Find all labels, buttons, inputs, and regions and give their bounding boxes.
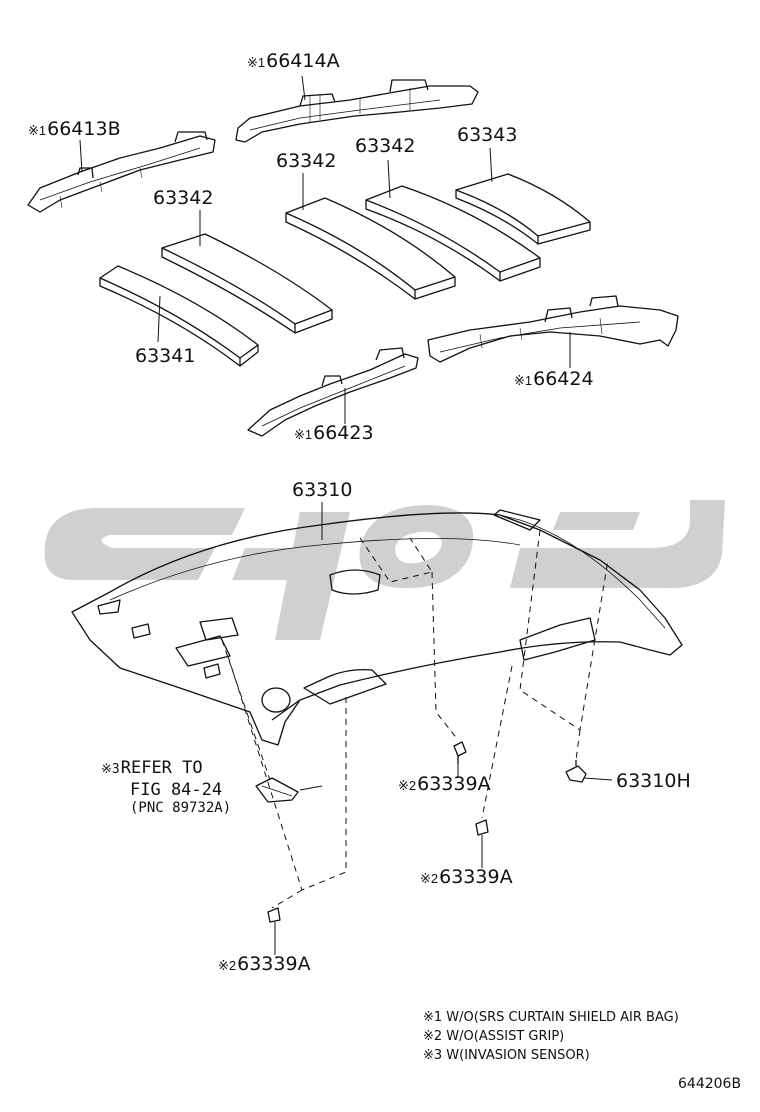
leader-lines xyxy=(79,75,613,955)
label-63342-c: 63342 xyxy=(355,135,416,157)
label-63310H: 63310H xyxy=(616,770,691,792)
legend-item: ※1 W/O(SRS CURTAIN SHIELD AIR BAG) xyxy=(423,1010,679,1025)
label-63342-b: 63342 xyxy=(276,150,337,172)
label-63339A-c: ※263339A xyxy=(218,953,311,975)
refer-note: ※3REFER TO FIG 84-24 (PNC 89732A) xyxy=(101,758,232,816)
label-63342-a: 63342 xyxy=(153,187,214,209)
legend-item: ※2 W/O(ASSIST GRIP) xyxy=(423,1029,565,1044)
label-63310: 63310 xyxy=(292,479,353,501)
label-66424: ※166424 xyxy=(514,368,594,390)
label-63339A-b: ※263339A xyxy=(420,866,513,888)
label-63341: 63341 xyxy=(135,345,196,367)
label-66423: ※166423 xyxy=(294,422,374,444)
label-66413B: ※166413B xyxy=(28,118,121,140)
sensor-part xyxy=(255,777,299,803)
clip-63339A-b xyxy=(475,819,489,836)
dashed-leaders xyxy=(221,529,609,909)
clip-63339A-a xyxy=(453,741,467,764)
legend: ※1 W/O(SRS CURTAIN SHIELD AIR BAG) ※2 W/… xyxy=(423,1008,679,1065)
label-66414A: ※166414A xyxy=(247,50,340,72)
clip-63339A-c xyxy=(267,907,281,923)
legend-item: ※3 W(INVASION SENSOR) xyxy=(423,1048,590,1063)
pad-63342-a xyxy=(161,233,333,334)
pad-63343 xyxy=(455,173,591,245)
label-63343: 63343 xyxy=(457,124,518,146)
figure-number: 644206B xyxy=(678,1076,742,1092)
label-63339A-a: ※263339A xyxy=(398,773,491,795)
rail-66423 xyxy=(247,347,419,437)
rail-66414A xyxy=(235,79,479,143)
pad-63341 xyxy=(99,265,259,367)
rail-66424 xyxy=(427,295,679,363)
pad-63342-c xyxy=(365,185,541,282)
watermark-logo xyxy=(44,500,725,640)
pad-63342-b xyxy=(285,197,456,300)
clip-63310H xyxy=(565,760,587,783)
rail-66413B xyxy=(27,131,216,213)
